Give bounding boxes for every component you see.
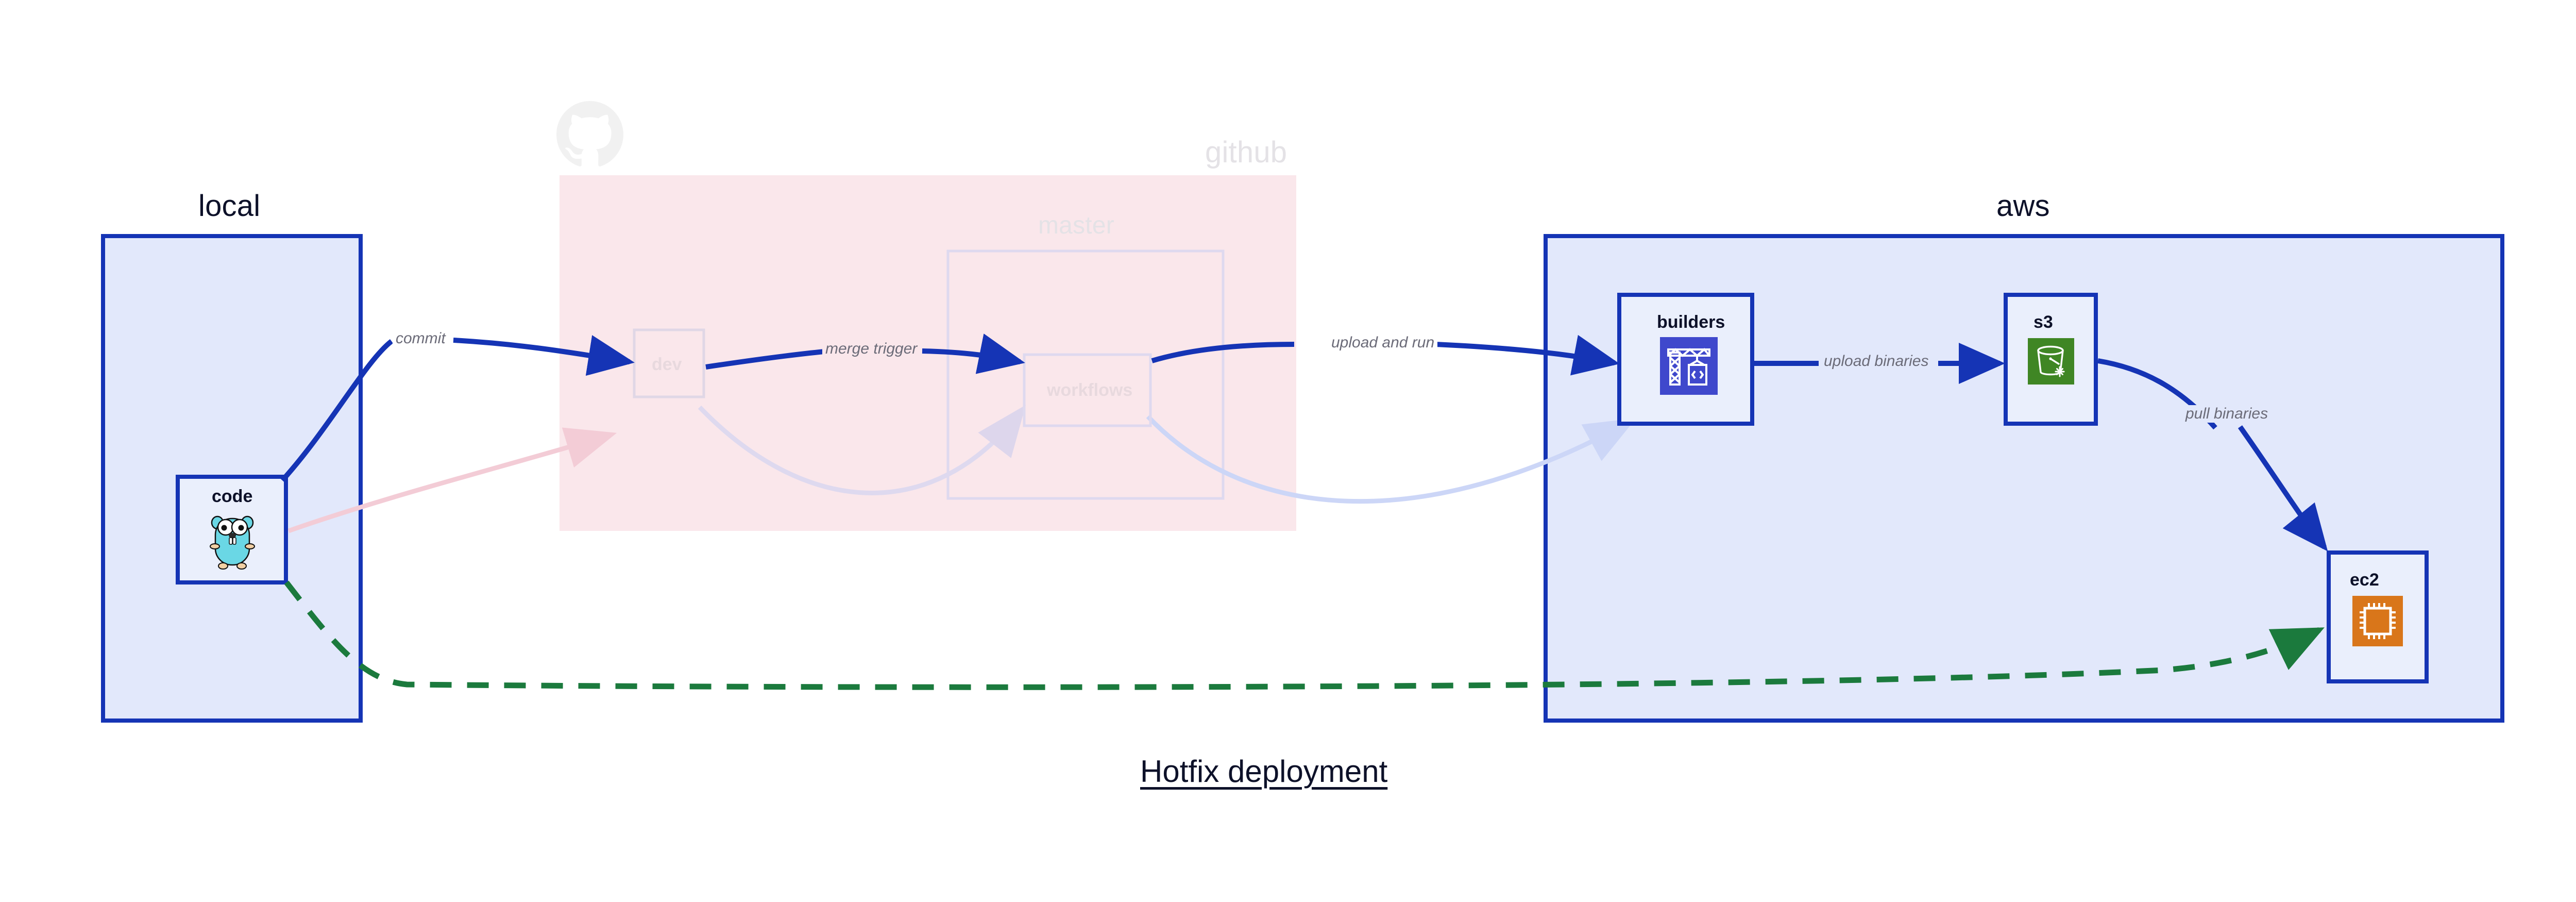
edge-label-merge-trigger: merge trigger <box>822 340 921 358</box>
edge-hotfix-dashed <box>284 580 2325 690</box>
group-title-aws: aws <box>1996 189 2050 223</box>
edge-label-pull-binaries: pull binaries <box>2182 405 2272 423</box>
edge-label-upload-and-run: upload and run <box>1328 334 1438 352</box>
edge-label-commit: commit <box>393 330 449 347</box>
go-gopher-icon <box>209 510 256 574</box>
node-label-ec2: ec2 <box>2350 570 2379 590</box>
subgroup-title-master: master <box>1038 212 1114 239</box>
group-title-local: local <box>198 189 261 223</box>
page-title: Hotfix deployment <box>1140 754 1388 789</box>
subgroup-box-master <box>946 249 1225 500</box>
github-octocat-icon <box>556 101 623 171</box>
node-label-code: code <box>212 487 253 506</box>
node-box-workflows[interactable] <box>1023 353 1152 427</box>
edge-label-upload-binaries: upload binaries <box>1821 353 1932 370</box>
edge-merge-trigger-tail <box>922 333 1025 374</box>
aws-codebuild-crane-icon <box>1660 337 1718 397</box>
faded-edge-workflows-to-builders <box>1146 414 1636 504</box>
aws-ec2-chip-icon <box>2352 596 2403 649</box>
node-label-workflows: workflows <box>1047 380 1133 400</box>
faded-edge-dev-to-workflows <box>698 405 1026 495</box>
aws-s3-bucket-icon <box>2028 338 2074 387</box>
edge-commit-tail <box>453 335 635 376</box>
edge-upload-and-run <box>1151 342 1295 363</box>
node-label-s3: s3 <box>2033 312 2053 332</box>
group-title-github: github <box>1205 136 1287 169</box>
node-label-dev: dev <box>652 355 682 374</box>
edge-upload-and-run-tail <box>1435 335 1620 376</box>
node-label-builders: builders <box>1657 312 1725 332</box>
edge-pull-binaries-tail <box>2238 425 2328 552</box>
faded-edge-code-to-dev <box>287 427 617 533</box>
edge-commit <box>280 339 394 482</box>
edge-merge-trigger <box>705 349 825 370</box>
